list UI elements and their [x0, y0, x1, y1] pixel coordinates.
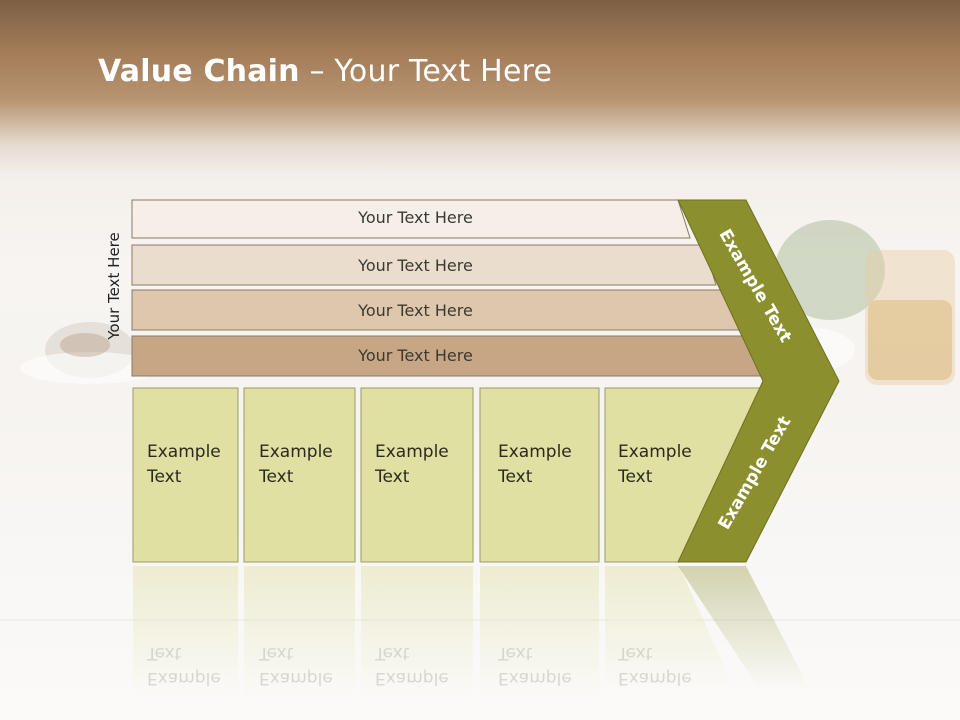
chain-bar-2	[131, 244, 717, 286]
chevron-arrow-reflection	[678, 566, 810, 690]
bar-label-3: Your Text Here	[358, 301, 473, 320]
slide-title: Value Chain – Your Text Here	[98, 54, 553, 89]
example-box-reflection-2	[244, 566, 355, 696]
example-box-4	[479, 387, 600, 563]
bar-label-2: Your Text Here	[358, 256, 473, 275]
example-box-2	[243, 387, 356, 563]
example-box-reflection-1	[133, 566, 238, 696]
example-box-reflection-4	[480, 566, 599, 696]
example-box-3	[360, 387, 474, 563]
example-box-reflection-5	[605, 566, 735, 690]
chain-bar-1	[131, 199, 691, 239]
bar-label-1: Your Text Here	[358, 208, 473, 227]
chevron-arrow	[677, 199, 840, 563]
example-box-1	[132, 387, 239, 563]
bar-label-4: Your Text Here	[358, 346, 473, 365]
example-box-reflection-3	[361, 566, 473, 696]
